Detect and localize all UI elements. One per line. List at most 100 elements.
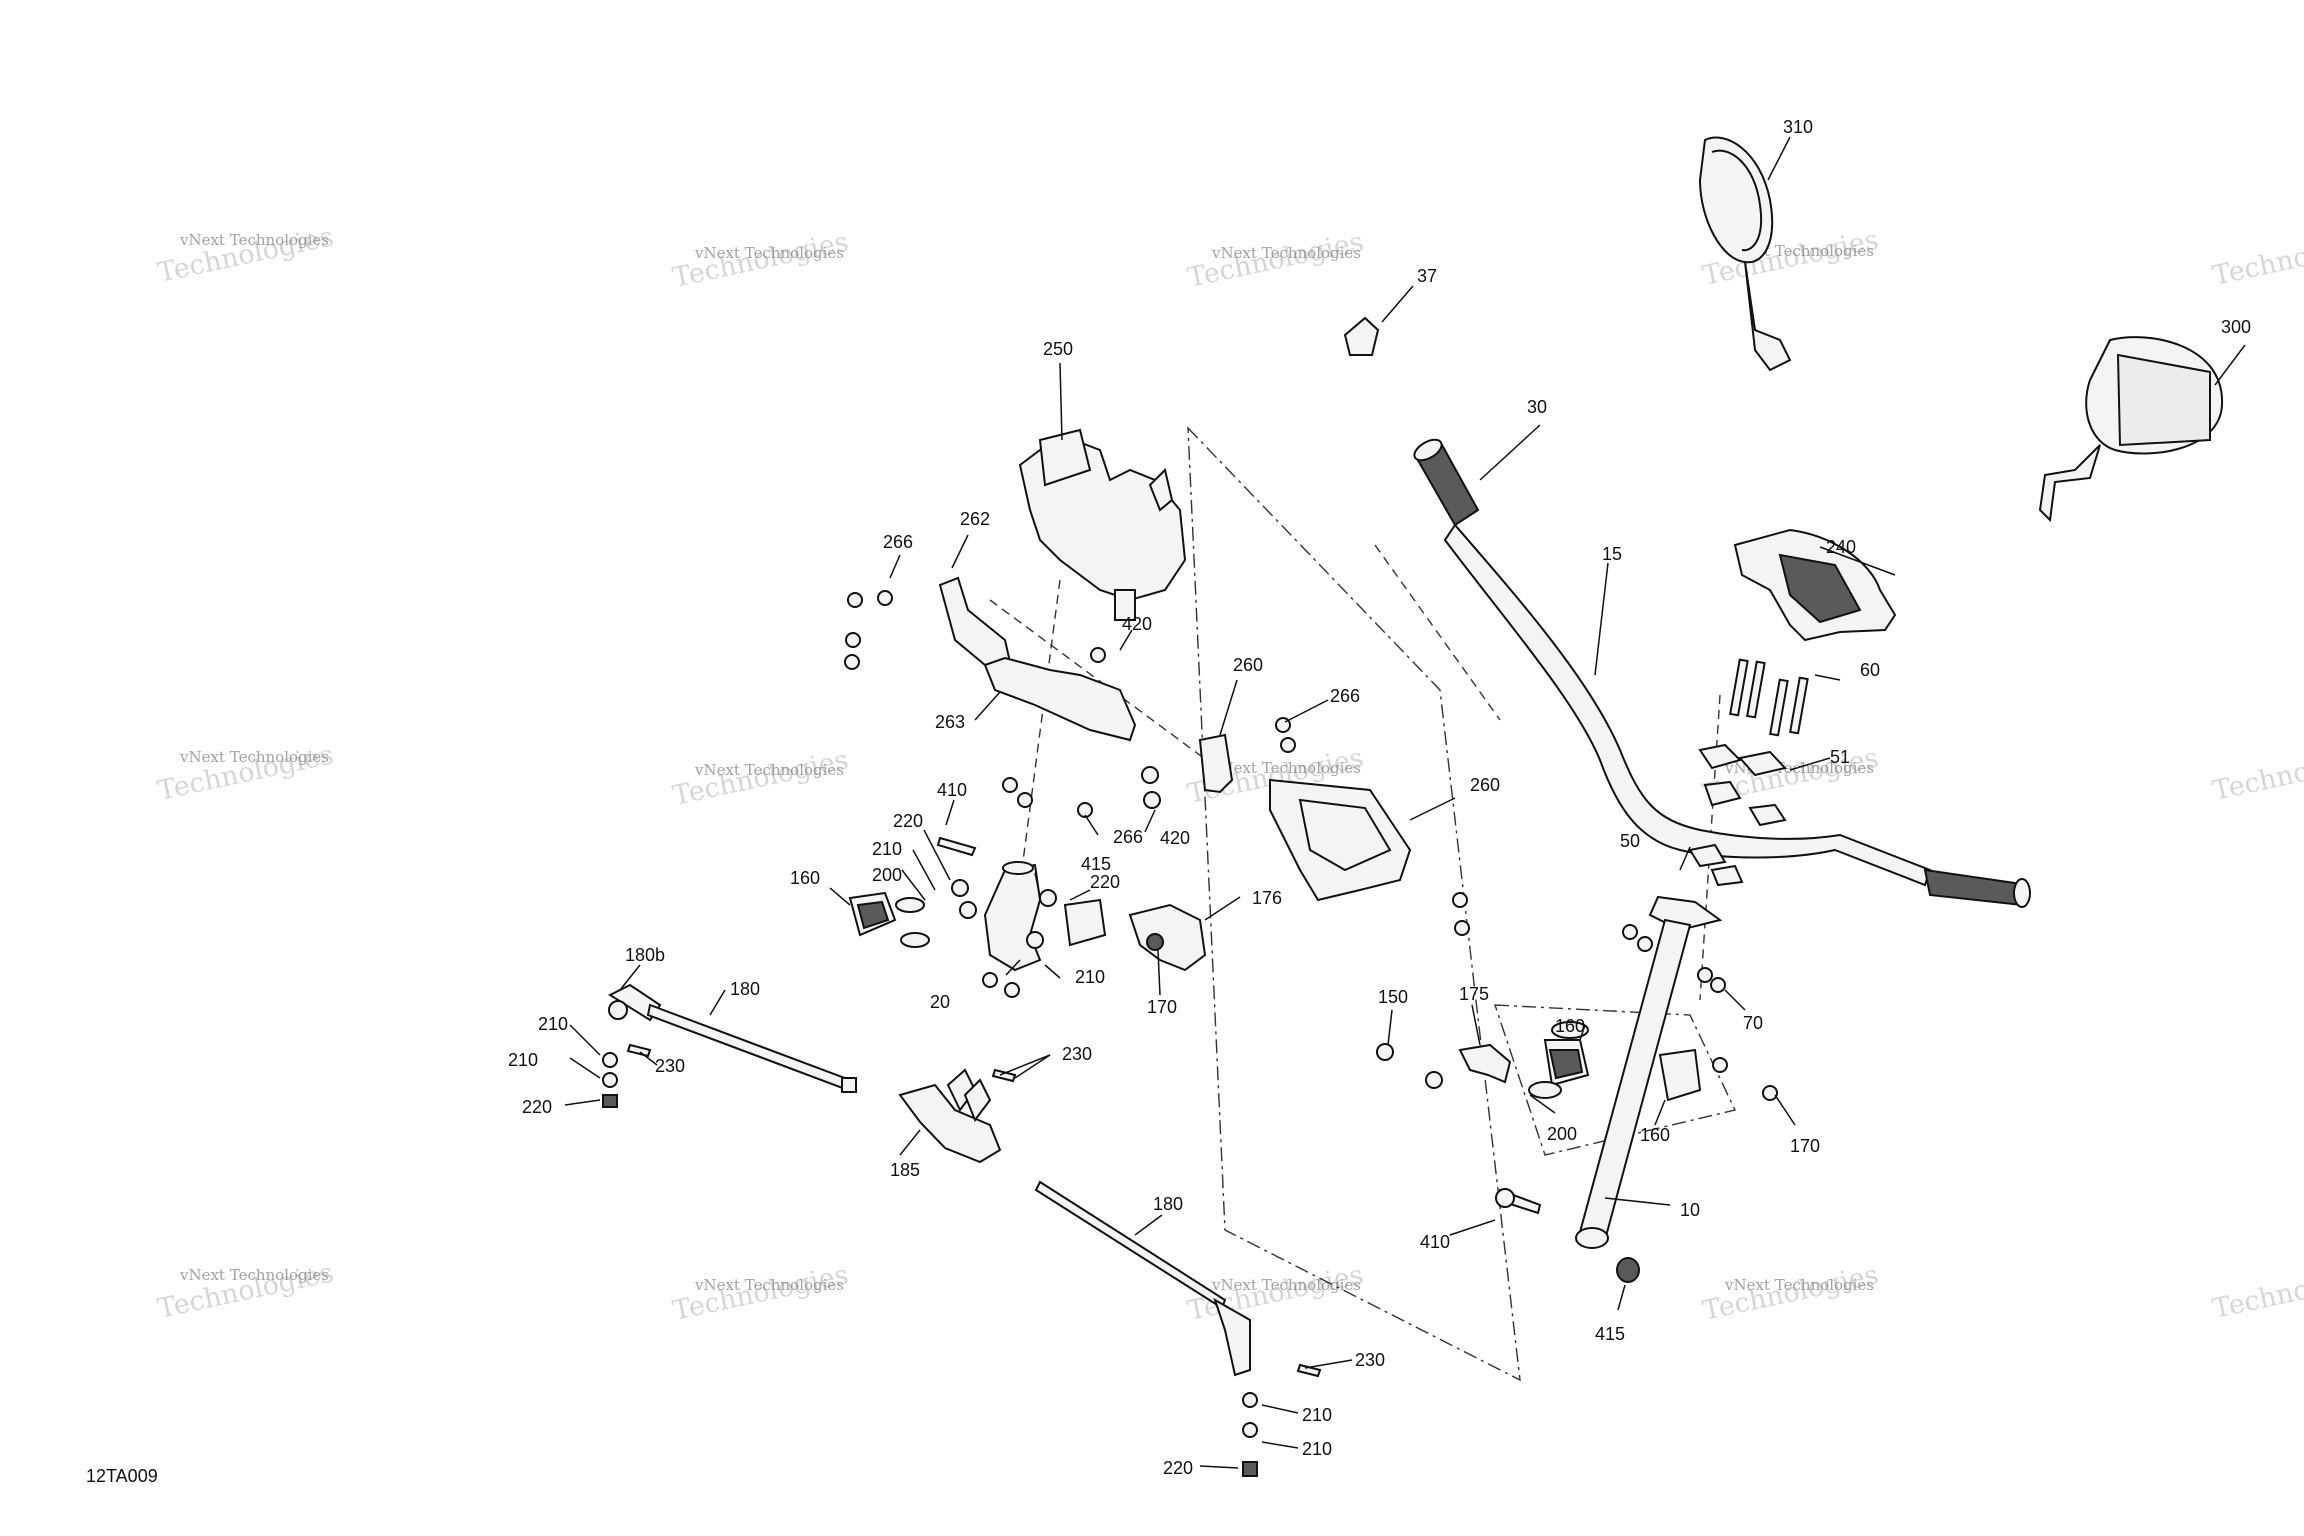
alignment-line xyxy=(1374,544,1501,721)
svg-text:vNext Technologies: vNext Technologies xyxy=(1211,759,1361,777)
callout-410: 410 xyxy=(1420,1232,1450,1252)
callout-200: 200 xyxy=(872,865,902,885)
leader-lines xyxy=(564,136,2246,1469)
callout-300: 300 xyxy=(2221,317,2251,337)
callout-160: 160 xyxy=(790,868,820,888)
callout-230: 230 xyxy=(1062,1044,1092,1064)
svg-text:Technologies: Technologies xyxy=(670,226,851,293)
callout-176: 176 xyxy=(1252,888,1282,908)
svg-text:Technologies: Technologies xyxy=(1185,226,1366,293)
mirror-left xyxy=(1698,136,1792,372)
svg-text:vNext Technologies: vNext Technologies xyxy=(694,1276,844,1294)
callout-15: 15 xyxy=(1602,544,1622,564)
callout-220: 220 xyxy=(1163,1458,1193,1478)
svg-text:Technologies: Technologies xyxy=(670,1259,851,1326)
callout-266: 266 xyxy=(883,532,913,552)
bar-end-plug xyxy=(1343,316,1380,356)
lower-clamp-assembly-outline xyxy=(1494,1004,1737,1156)
svg-text:vNext Technologies: vNext Technologies xyxy=(179,1266,329,1284)
center-link-185 xyxy=(898,1068,1017,1164)
callout-220: 220 xyxy=(893,811,923,831)
svg-text:Technologies: Technologies xyxy=(2210,739,2304,806)
svg-text:vNext Technologies: vNext Technologies xyxy=(1724,1276,1874,1294)
tie-rod-upper xyxy=(602,983,857,1108)
callout-310: 310 xyxy=(1783,117,1813,137)
steering-column xyxy=(1575,895,1723,1283)
svg-text:Technologies: Technologies xyxy=(2210,224,2304,291)
callout-185: 185 xyxy=(890,1160,920,1180)
callout-60: 60 xyxy=(1860,660,1880,680)
callout-180b: 180b xyxy=(625,945,665,965)
handlebar-clamps xyxy=(1688,743,1787,887)
watermark: Technologies xyxy=(2210,739,2304,806)
svg-text:vNext Technologies: vNext Technologies xyxy=(1211,244,1361,262)
handle-grip-left xyxy=(1413,438,1480,527)
handlebar-cover xyxy=(1733,528,1897,642)
callout-37: 37 xyxy=(1417,266,1437,286)
callout-210: 210 xyxy=(872,839,902,859)
callout-230: 230 xyxy=(1355,1350,1385,1370)
callout-51: 51 xyxy=(1830,747,1850,767)
callout-250: 250 xyxy=(1043,339,1073,359)
steering-arm xyxy=(983,861,1042,972)
mirror-right xyxy=(2038,336,2224,523)
bearing-clamp-left xyxy=(848,891,930,948)
lower-clamp-right xyxy=(1376,1021,1778,1102)
callout-170: 170 xyxy=(1147,997,1177,1017)
callout-240: 240 xyxy=(1826,537,1856,557)
callout-266: 266 xyxy=(1330,686,1360,706)
bracket-260-lower xyxy=(1269,778,1412,902)
callout-70: 70 xyxy=(1743,1013,1763,1033)
callout-420: 420 xyxy=(1122,614,1152,634)
callout-160: 160 xyxy=(1555,1016,1585,1036)
callout-150: 150 xyxy=(1378,987,1408,1007)
callout-50: 50 xyxy=(1620,831,1640,851)
callout-262: 262 xyxy=(960,509,990,529)
callout-175: 175 xyxy=(1459,984,1489,1004)
svg-text:vNext Technologies: vNext Technologies xyxy=(694,761,844,779)
power-steering-unit xyxy=(1018,428,1187,621)
callout-10: 10 xyxy=(1680,1200,1700,1220)
callout-266: 266 xyxy=(1113,827,1143,847)
washers-and-nuts xyxy=(936,836,1020,998)
callout-labels: 310 37 300 250 30 266 262 15 240 420 260… xyxy=(508,117,2251,1478)
callout-210: 210 xyxy=(508,1050,538,1070)
callout-30: 30 xyxy=(1527,397,1547,417)
tie-rod-lower xyxy=(1034,1180,1322,1477)
callout-420: 420 xyxy=(1160,828,1190,848)
callout-415: 415 xyxy=(1081,854,1111,874)
callout-210: 210 xyxy=(538,1014,568,1034)
callout-210: 210 xyxy=(1075,967,1105,987)
bearing-clamp-mid xyxy=(1026,889,1107,949)
callout-410: 410 xyxy=(937,780,967,800)
svg-text:Technologies: Technologies xyxy=(1700,1259,1881,1326)
callout-20: 20 xyxy=(930,992,950,1012)
callout-210: 210 xyxy=(1302,1439,1332,1459)
callout-220: 220 xyxy=(1090,872,1120,892)
callout-180: 180 xyxy=(1153,1194,1183,1214)
callout-170: 170 xyxy=(1790,1136,1820,1156)
bracket-263 xyxy=(983,656,1137,742)
svg-text:vNext Technologies: vNext Technologies xyxy=(179,748,329,766)
callout-260: 260 xyxy=(1470,775,1500,795)
callout-200: 200 xyxy=(1547,1124,1577,1144)
svg-text:Technologies: Technologies xyxy=(670,744,851,811)
bracket-260-upper xyxy=(1198,733,1234,794)
callout-160: 160 xyxy=(1640,1125,1670,1145)
svg-text:vNext Technologies: vNext Technologies xyxy=(694,244,844,262)
callout-260: 260 xyxy=(1233,655,1263,675)
callout-230: 230 xyxy=(655,1056,685,1076)
figure-code: 12TA009 xyxy=(86,1466,158,1486)
column-nuts-70 xyxy=(1622,924,1726,993)
watermark: Technologies xyxy=(2210,224,2304,291)
